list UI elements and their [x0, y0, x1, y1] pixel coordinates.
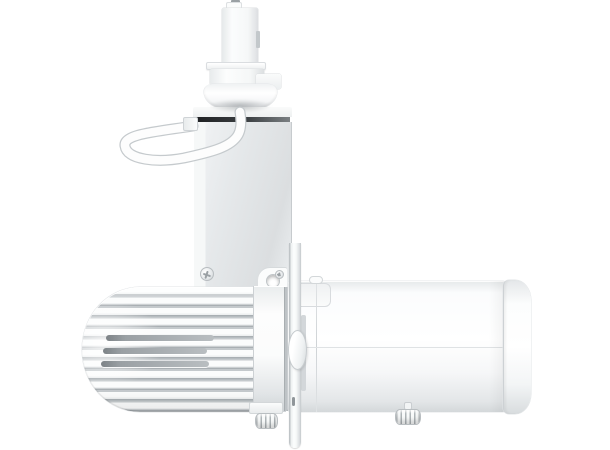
tilt-arm-slot [292, 397, 295, 406]
adapter-rotation-disc [204, 84, 277, 110]
barrel-seam-vertical [316, 281, 317, 412]
heatsink [82, 287, 255, 412]
heatsink-slot [101, 361, 209, 367]
power-cable-loop [119, 106, 247, 166]
thumbscrew-rear [255, 413, 278, 429]
body-collar [253, 286, 286, 412]
cable-body [120, 107, 246, 165]
release-button [309, 276, 323, 284]
adapter-latch [256, 31, 260, 48]
disc-shadow [207, 99, 273, 113]
focus-lever [288, 330, 307, 370]
adapter-body [222, 8, 258, 64]
heatsink-slot [106, 335, 214, 341]
phillips-screw-icon [200, 267, 214, 281]
barrel-end-shade [489, 281, 506, 412]
adapter-mid-block [210, 69, 264, 85]
front-bezel-ring [503, 280, 531, 414]
phillips-screw-icon [275, 270, 284, 279]
thumbscrew-front [395, 409, 421, 425]
barrel-seam-horizontal [288, 347, 506, 348]
body-seam [284, 287, 288, 411]
lens-barrel [288, 281, 506, 412]
cable-gland [183, 117, 198, 131]
heatsink-slot [103, 348, 207, 354]
